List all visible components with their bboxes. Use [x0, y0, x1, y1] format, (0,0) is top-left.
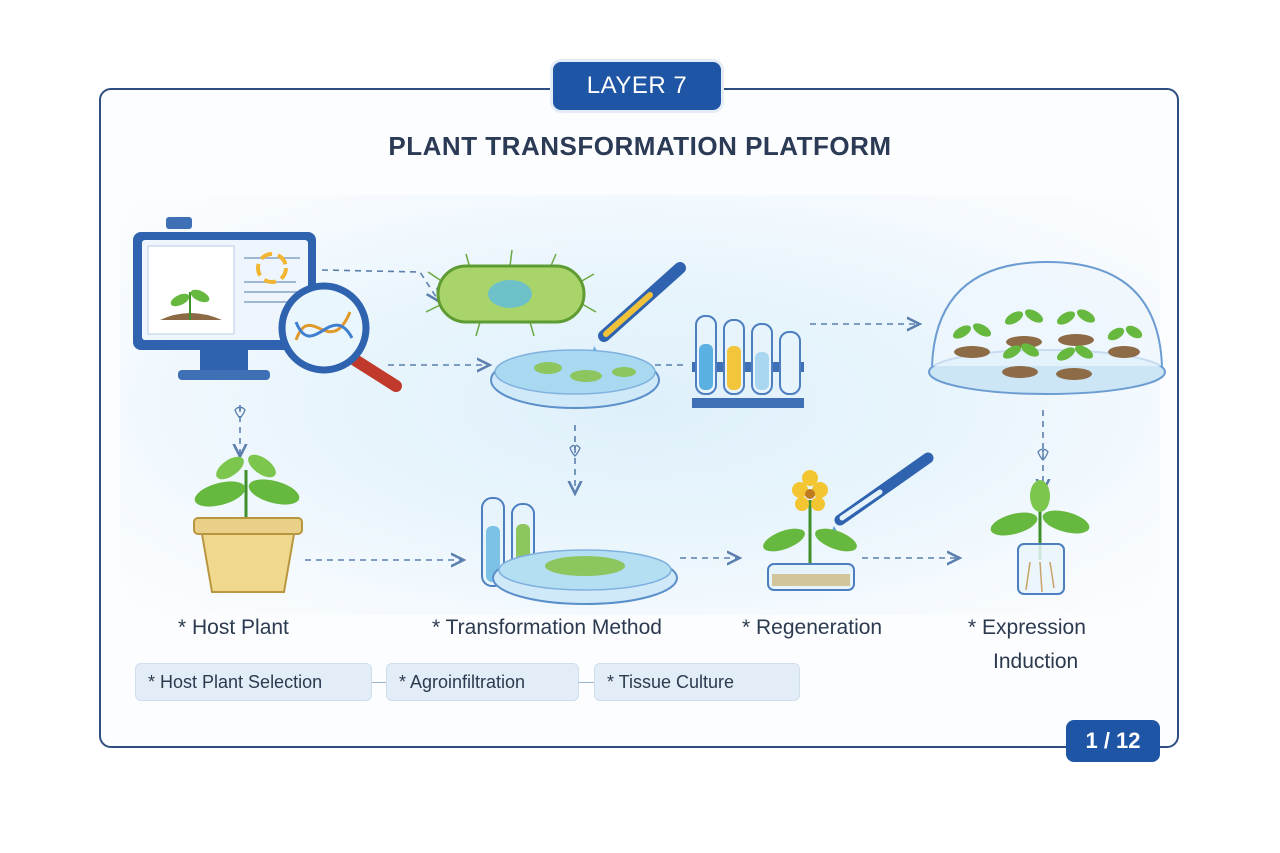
- potted-plant-icon: [193, 454, 303, 593]
- monitor-icon: [133, 217, 316, 380]
- page-indicator: 1 / 12: [1066, 720, 1160, 762]
- bacterium-icon: [425, 249, 597, 337]
- dropper-icon: [592, 262, 686, 356]
- step-expression-line1: * Expression: [968, 616, 1086, 639]
- jar-plant-icon: [990, 480, 1090, 595]
- petri-dish-icon: [490, 349, 660, 409]
- dome-seedlings-icon: [928, 260, 1166, 395]
- culture-dish-icon: [481, 497, 678, 605]
- step-expression-line2: Induction: [993, 650, 1079, 673]
- magnifier-icon: [278, 282, 402, 392]
- flowering-plantlet-icon: [763, 452, 934, 591]
- diagram-title: PLANT TRANSFORMATION PLATFORM: [388, 131, 892, 161]
- step-regeneration: * Regeneration: [742, 616, 883, 639]
- test-tubes-icon: [692, 315, 804, 408]
- small-heart-markers: [234, 406, 1049, 461]
- step-transformation-method: * Transformation Method: [432, 616, 662, 639]
- layer-badge: LAYER 7: [553, 62, 721, 110]
- substep-connector: [372, 682, 386, 683]
- substep-connector: [579, 682, 594, 683]
- step-host-plant: * Host Plant: [178, 616, 289, 639]
- substep-tissue-culture: * Tissue Culture: [594, 663, 800, 701]
- flow-arrows: [240, 269, 1043, 560]
- substep-host-plant-selection: * Host Plant Selection: [135, 663, 372, 701]
- substep-agroinfiltration: * Agroinfiltration: [386, 663, 579, 701]
